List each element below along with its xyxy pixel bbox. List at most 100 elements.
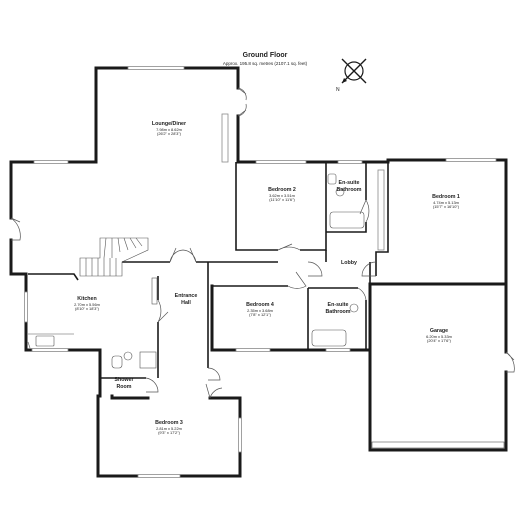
room-label-garage: Garage 6.20m x 5.33m (20'4" x 17'6") bbox=[412, 328, 466, 344]
room-dim-ft: (9'3" x 17'2") bbox=[158, 430, 180, 436]
room-name-2: Room bbox=[116, 383, 132, 390]
wall-ensuite1 bbox=[326, 222, 367, 233]
room-name: Bedroom 2 bbox=[268, 187, 296, 193]
compass-icon: N bbox=[336, 58, 367, 93]
room-dim-ft: (8'10" x 18'3") bbox=[75, 306, 99, 312]
door-shower bbox=[145, 377, 159, 393]
window-bed1 bbox=[445, 158, 497, 162]
room-name-2: Hall bbox=[181, 299, 191, 306]
room-name: Garage bbox=[429, 328, 449, 334]
room-name: Bedroom 4 bbox=[246, 302, 274, 308]
room-dim-m: 3.62m x 3.51m bbox=[269, 192, 295, 198]
window-lounge-top bbox=[127, 66, 185, 70]
bathtub-ensuite2 bbox=[311, 329, 347, 347]
door-lobby-right bbox=[361, 261, 377, 277]
kitchen-sink bbox=[35, 335, 55, 347]
room-dim-ft: (20'4" x 17'6") bbox=[427, 338, 451, 344]
plan-title: Ground Floor bbox=[242, 52, 288, 59]
door-bed4 bbox=[287, 271, 307, 289]
window-kitchen-bottom bbox=[31, 348, 69, 352]
room-label-bedroom-3: Bedroom 3 2.81m x 5.22m (9'3" x 17'2") bbox=[144, 420, 194, 436]
toilet-shower bbox=[111, 355, 123, 369]
compass-north-label: N bbox=[336, 87, 340, 93]
wall-bed3-top bbox=[110, 394, 150, 400]
door-hall-side bbox=[207, 367, 221, 381]
window-ensuite1 bbox=[337, 160, 363, 164]
door-bed3 bbox=[205, 383, 223, 399]
window-bed2 bbox=[255, 160, 307, 164]
compass-needle bbox=[341, 58, 367, 84]
wall-bed2 bbox=[235, 162, 278, 251]
room-name: Shower bbox=[114, 377, 134, 383]
wall-mid-top bbox=[236, 158, 508, 286]
windows bbox=[24, 66, 497, 478]
door-ensuite1 bbox=[359, 199, 370, 223]
room-dim-m: 2.81m x 5.22m bbox=[156, 425, 182, 431]
stairs-outline bbox=[79, 237, 149, 277]
room-dim-ft: (7'8" x 12'1") bbox=[249, 312, 271, 318]
wall-bed1 bbox=[375, 162, 389, 276]
wall-kitchen bbox=[28, 273, 79, 281]
door-bed2 bbox=[277, 243, 301, 251]
room-name: En-suite bbox=[327, 302, 349, 308]
wall-garage-right bbox=[368, 282, 508, 452]
wall-lounge bbox=[94, 66, 240, 164]
room-name: Kitchen bbox=[77, 296, 97, 302]
room-label-lounge: Lounge/Diner 7.98m x 8.62m (26'2" x 28'3… bbox=[144, 121, 194, 137]
window-left-top bbox=[33, 160, 69, 164]
kitchen-island bbox=[151, 277, 158, 305]
kitchen-counter bbox=[27, 333, 74, 349]
door-lobby-left bbox=[307, 261, 323, 277]
room-dim-m: 4.74m x 5.13m bbox=[433, 199, 459, 205]
room-name: Lobby bbox=[341, 260, 357, 266]
stairs-treads bbox=[85, 237, 143, 276]
wall-shower bbox=[96, 348, 242, 478]
door-hall-double bbox=[169, 247, 197, 263]
compass-arrow bbox=[342, 78, 347, 83]
shower-tray bbox=[139, 351, 157, 369]
door-kitchen bbox=[157, 299, 169, 323]
compass-ring bbox=[344, 61, 364, 81]
room-label-ensuite-2: En-suite Bathroom bbox=[318, 302, 358, 315]
basin-ensuite1 bbox=[335, 187, 345, 197]
room-name: Bedroom 3 bbox=[155, 420, 183, 426]
window-bed3-bottom bbox=[137, 474, 181, 478]
door-left-side bbox=[10, 217, 21, 241]
room-dim-ft: (11'10" x 11'6") bbox=[269, 197, 295, 203]
window-bed3-right bbox=[238, 417, 242, 453]
room-label-ensuite-1: En-suite Bathroom bbox=[330, 180, 368, 193]
room-dim-ft: (15'7" x 16'10") bbox=[432, 204, 460, 210]
room-dim-m: 7.98m x 8.62m bbox=[156, 126, 182, 132]
wall-bed4 bbox=[210, 284, 372, 352]
wall-bed2-b bbox=[300, 162, 327, 251]
room-label-bedroom-1: Bedroom 1 4.74m x 5.13m (15'7" x 16'10") bbox=[420, 194, 472, 210]
room-dim-m: 2.70m x 5.56m bbox=[74, 301, 100, 307]
room-label-lobby: Lobby bbox=[334, 260, 364, 267]
room-name-2: Bathroom bbox=[325, 308, 351, 315]
window-bed1-side bbox=[377, 169, 385, 251]
garage-door bbox=[371, 441, 505, 449]
door-garage-side bbox=[505, 351, 515, 373]
walls bbox=[9, 66, 508, 478]
room-name: Bedroom 1 bbox=[432, 194, 460, 200]
room-label-bedroom-2: Bedroom 2 3.62m x 3.51m (11'10" x 11'6") bbox=[258, 187, 306, 203]
door-lounge-french bbox=[237, 87, 247, 117]
room-label-kitchen: Kitchen 2.70m x 5.56m (8'10" x 18'3") bbox=[60, 296, 114, 312]
room-name: Lounge/Diner bbox=[151, 121, 187, 127]
bathtub-ensuite1 bbox=[329, 211, 365, 229]
room-name: Entrance bbox=[174, 293, 198, 299]
toilet-ensuite1 bbox=[327, 173, 337, 185]
doors bbox=[10, 87, 515, 399]
wall-left-top bbox=[9, 160, 98, 220]
room-name-2: Bathroom bbox=[336, 186, 362, 193]
room-name: En-suite bbox=[338, 180, 360, 186]
window-bed4 bbox=[235, 348, 271, 352]
window-ensuite2 bbox=[325, 348, 351, 352]
window-kitchen-left bbox=[24, 291, 28, 323]
internal-walls bbox=[28, 162, 389, 379]
room-dim-m: 2.35m x 3.68m bbox=[247, 307, 273, 313]
window-lounge-side bbox=[221, 113, 229, 163]
staircase bbox=[79, 237, 149, 277]
fixtures bbox=[27, 173, 505, 449]
